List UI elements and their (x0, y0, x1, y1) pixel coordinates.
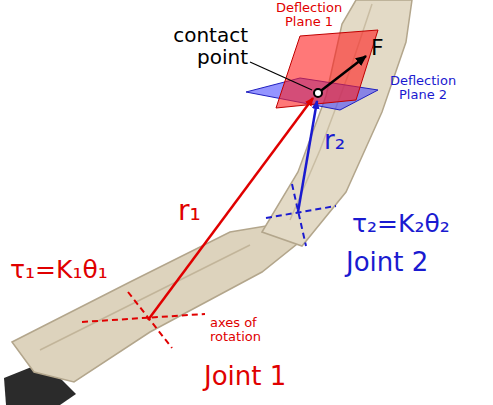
lower-link (12, 224, 302, 382)
vector-arrow (148, 98, 313, 320)
stiffness-equation: τ₁=K₁θ₁ (10, 256, 145, 284)
leader-line (250, 62, 312, 90)
joint-label: Joint 2 (346, 248, 466, 277)
axis-line (128, 292, 172, 348)
vector-label: r₁ (178, 196, 214, 227)
axis-line (292, 184, 306, 246)
plane-label: Deflection Plane 1 (272, 1, 346, 30)
plane-label: Deflection Plane 2 (384, 74, 462, 103)
axis-line (266, 206, 336, 218)
stiffness-equation: τ₂=K₂θ₂ (352, 210, 487, 238)
deflection-plane (276, 30, 378, 108)
callout-label: contact point (160, 24, 248, 68)
axis-line (82, 314, 205, 322)
vector-label: r₂ (324, 126, 364, 155)
force-arrow (318, 56, 366, 93)
force-label: F (371, 36, 395, 60)
callout-label: axes of rotation (210, 316, 272, 345)
joint-label: Joint 1 (204, 362, 324, 391)
contact-dot (314, 89, 322, 97)
vector-arrow (298, 101, 317, 212)
